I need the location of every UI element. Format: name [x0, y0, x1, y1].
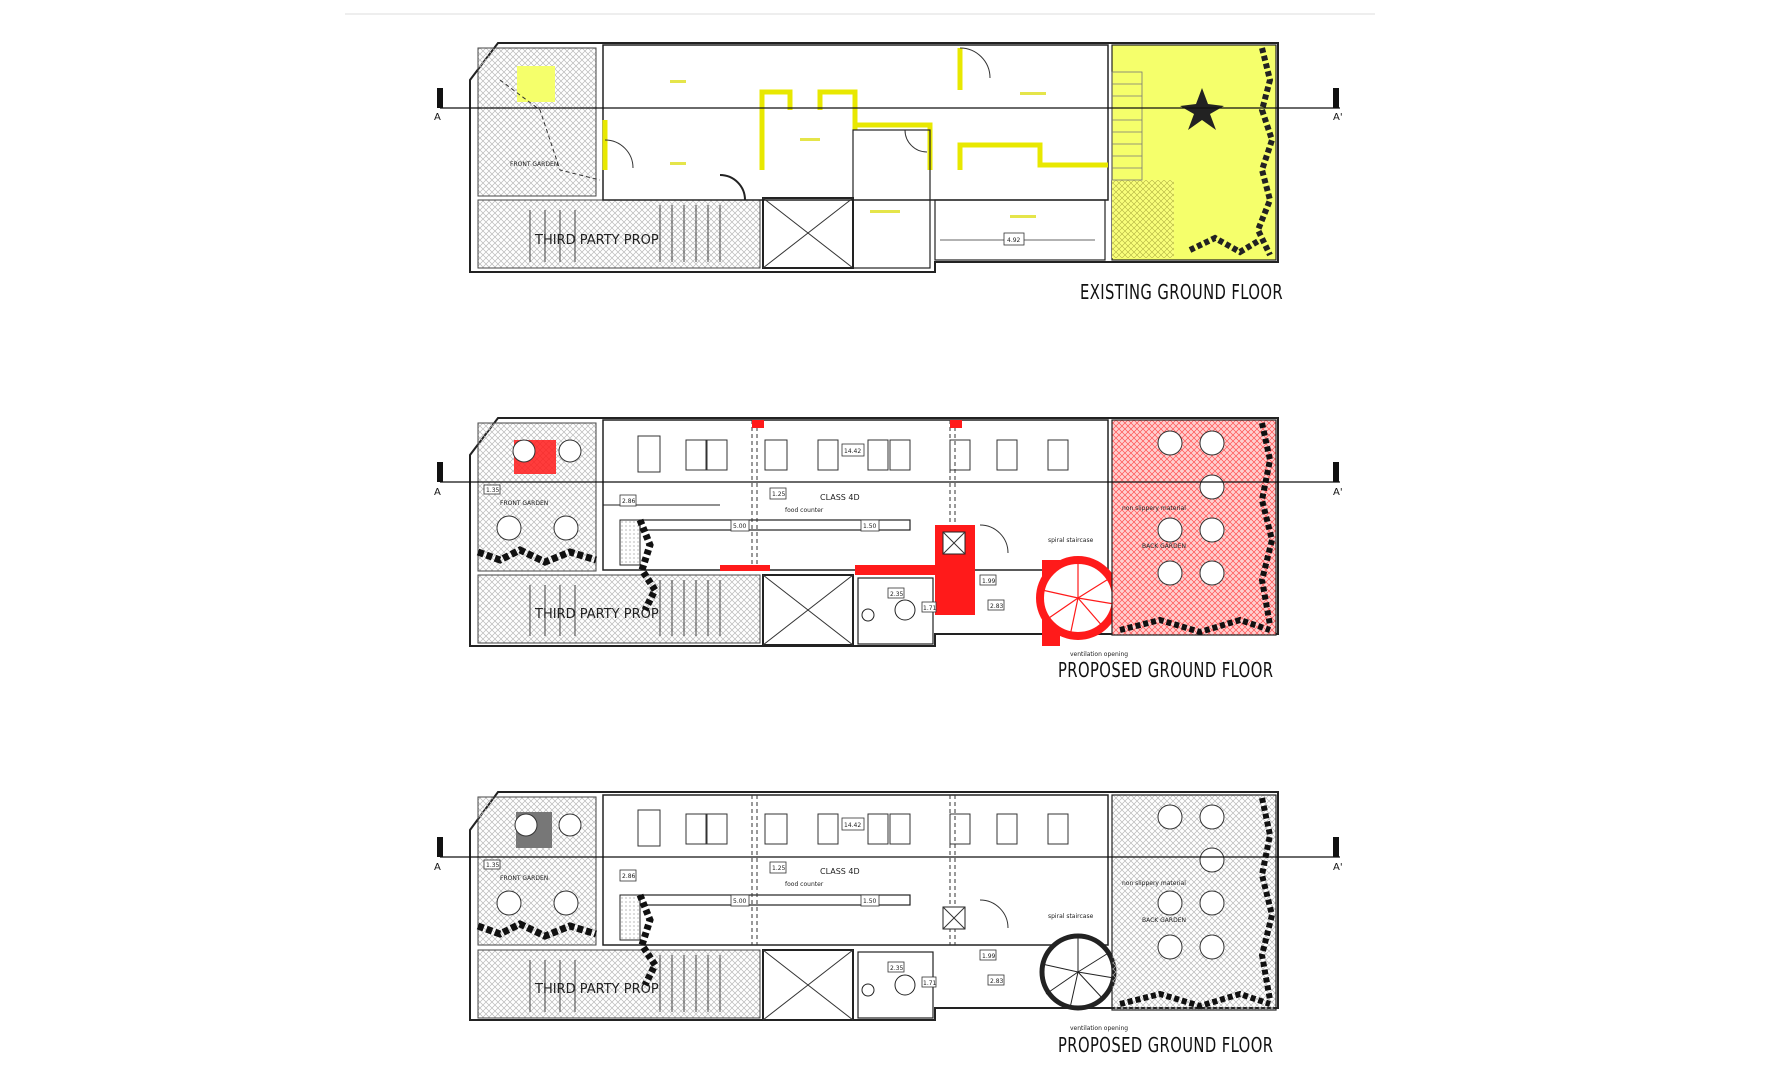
dim-1-35: 1.35	[486, 862, 500, 869]
dim-2-83: 2.83	[990, 978, 1004, 985]
class-label: CLASS 4D	[820, 493, 860, 502]
dim-5-00: 5.00	[733, 523, 747, 530]
third-party-label: THIRD PARTY PROP	[534, 607, 659, 622]
dim-2-86: 2.86	[622, 498, 636, 505]
non-slip-label: non slippery material	[1122, 505, 1186, 512]
non-slip-label: non slippery material	[1122, 880, 1186, 887]
spiral-label: spiral staircase	[1048, 537, 1094, 544]
plan-proposed-1: FRONT GARDEN THIRD PARTY PROP 14.42 CLAS…	[434, 417, 1343, 658]
plan-title-proposed-2: PROPOSED GROUND FLOOR	[1058, 1033, 1274, 1057]
section-a-left: A	[434, 112, 441, 123]
dimension-label: 4.92	[1007, 237, 1021, 244]
ventilation-label: ventilation opening	[1070, 651, 1128, 658]
section-a-right: A'	[1333, 487, 1343, 498]
page-top-rule	[345, 13, 1375, 15]
dim-5-00: 5.00	[733, 898, 747, 905]
section-a-left: A	[434, 862, 441, 873]
plan-existing: FRONT GARDEN THIRD PARTY PROP	[434, 42, 1343, 273]
counter-note: food counter	[785, 507, 824, 514]
dim-2-35: 2.35	[890, 965, 904, 972]
dim-2-35: 2.35	[890, 591, 904, 598]
section-a-right: A'	[1333, 112, 1343, 123]
dim-14-42: 14.42	[844, 448, 861, 455]
class-label: CLASS 4D	[820, 867, 860, 876]
dim-1-71: 1.71	[923, 980, 937, 987]
section-a-left: A	[434, 487, 441, 498]
counter-note: food counter	[785, 881, 824, 888]
dim-1-35: 1.35	[486, 487, 500, 494]
dim-1-25: 1.25	[772, 491, 786, 498]
ventilation-label: ventilation opening	[1070, 1025, 1128, 1032]
dim-1-25: 1.25	[772, 865, 786, 872]
front-garden-label: FRONT GARDEN	[500, 500, 548, 507]
dim-1-50: 1.50	[863, 523, 877, 530]
third-party-label: THIRD PARTY PROP	[534, 233, 659, 248]
plan-title-proposed-1: PROPOSED GROUND FLOOR	[1058, 658, 1274, 682]
back-garden-label: BACK GARDEN	[1142, 917, 1186, 924]
front-garden-label: FRONT GARDEN	[500, 875, 548, 882]
dim-2-83: 2.83	[990, 603, 1004, 610]
dim-1-99: 1.99	[982, 578, 996, 585]
dim-1-50: 1.50	[863, 898, 877, 905]
plan-title-existing: EXISTING GROUND FLOOR	[1080, 280, 1284, 304]
back-garden-label: BACK GARDEN	[1142, 543, 1186, 550]
section-a-right: A'	[1333, 862, 1343, 873]
dim-1-99: 1.99	[982, 953, 996, 960]
dim-1-71: 1.71	[923, 605, 937, 612]
dim-2-86: 2.86	[622, 873, 636, 880]
plan-proposed-2: FRONT GARDEN THIRD PARTY PROP 14.42 CLAS…	[434, 791, 1343, 1032]
third-party-label: THIRD PARTY PROP	[534, 982, 659, 997]
front-garden-label: FRONT GARDEN	[510, 161, 558, 168]
dim-14-42: 14.42	[844, 822, 861, 829]
spiral-label: spiral staircase	[1048, 913, 1094, 920]
